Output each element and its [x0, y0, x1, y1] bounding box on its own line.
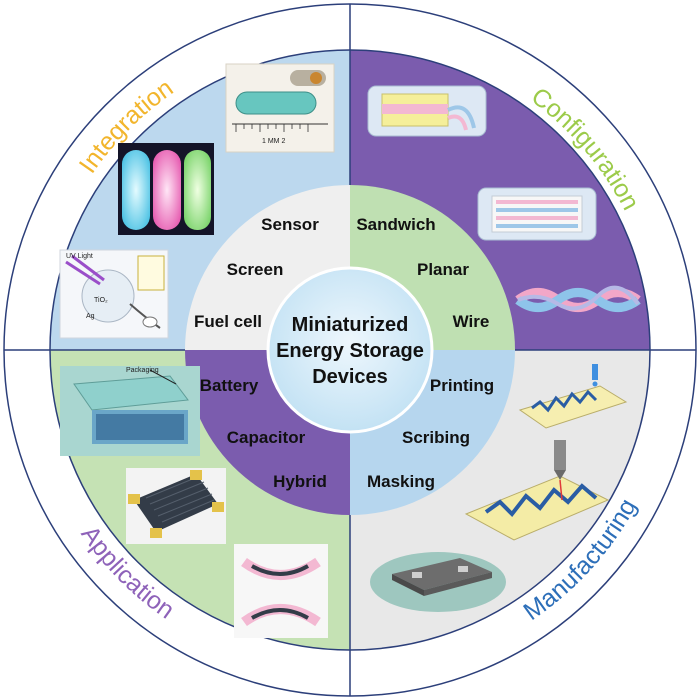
item-screen: Screen	[227, 260, 284, 279]
photo-sensor-image: UV Light TiO₂ Ag	[59, 249, 169, 339]
ruler-mark: 1 MM 2	[262, 138, 285, 145]
item-wire: Wire	[453, 312, 490, 331]
masking-device-icon	[370, 552, 506, 612]
uv-light-label: UV Light	[66, 253, 93, 260]
item-capacitor: Capacitor	[227, 428, 306, 447]
tio2-label: TiO₂	[94, 297, 108, 304]
item-masking: Masking	[367, 472, 435, 491]
laser-scribing-icon	[464, 440, 610, 541]
center-title-line-2: Energy Storage	[276, 340, 424, 362]
packaging-label: Packaging	[126, 367, 159, 374]
interdigitated-capacitor-image	[126, 468, 226, 544]
item-hybrid: Hybrid	[273, 472, 327, 491]
flexible-hybrid-image	[234, 544, 328, 638]
planar-device-icon	[477, 187, 597, 241]
item-planar: Planar	[417, 260, 469, 279]
item-battery: Battery	[200, 376, 259, 395]
center-circle	[266, 266, 434, 434]
center-title-line-3: Devices	[312, 366, 388, 388]
item-sandwich: Sandwich	[356, 215, 435, 234]
printing-nozzle-icon	[518, 364, 628, 429]
center-title-line-1: Miniaturized	[292, 314, 409, 336]
glowing-tubes-image	[118, 143, 214, 235]
item-sensor: Sensor	[261, 215, 319, 234]
battery-on-ruler-image: 1 MM 2	[225, 63, 335, 153]
sandwich-device-icon	[367, 85, 487, 137]
item-scribing: Scribing	[402, 428, 470, 447]
item-printing: Printing	[430, 376, 494, 395]
ag-label: Ag	[86, 313, 95, 320]
item-fuel-cell: Fuel cell	[194, 312, 262, 331]
packaged-battery-image: Packaging	[60, 366, 200, 456]
twisted-wire-icon	[515, 285, 641, 312]
